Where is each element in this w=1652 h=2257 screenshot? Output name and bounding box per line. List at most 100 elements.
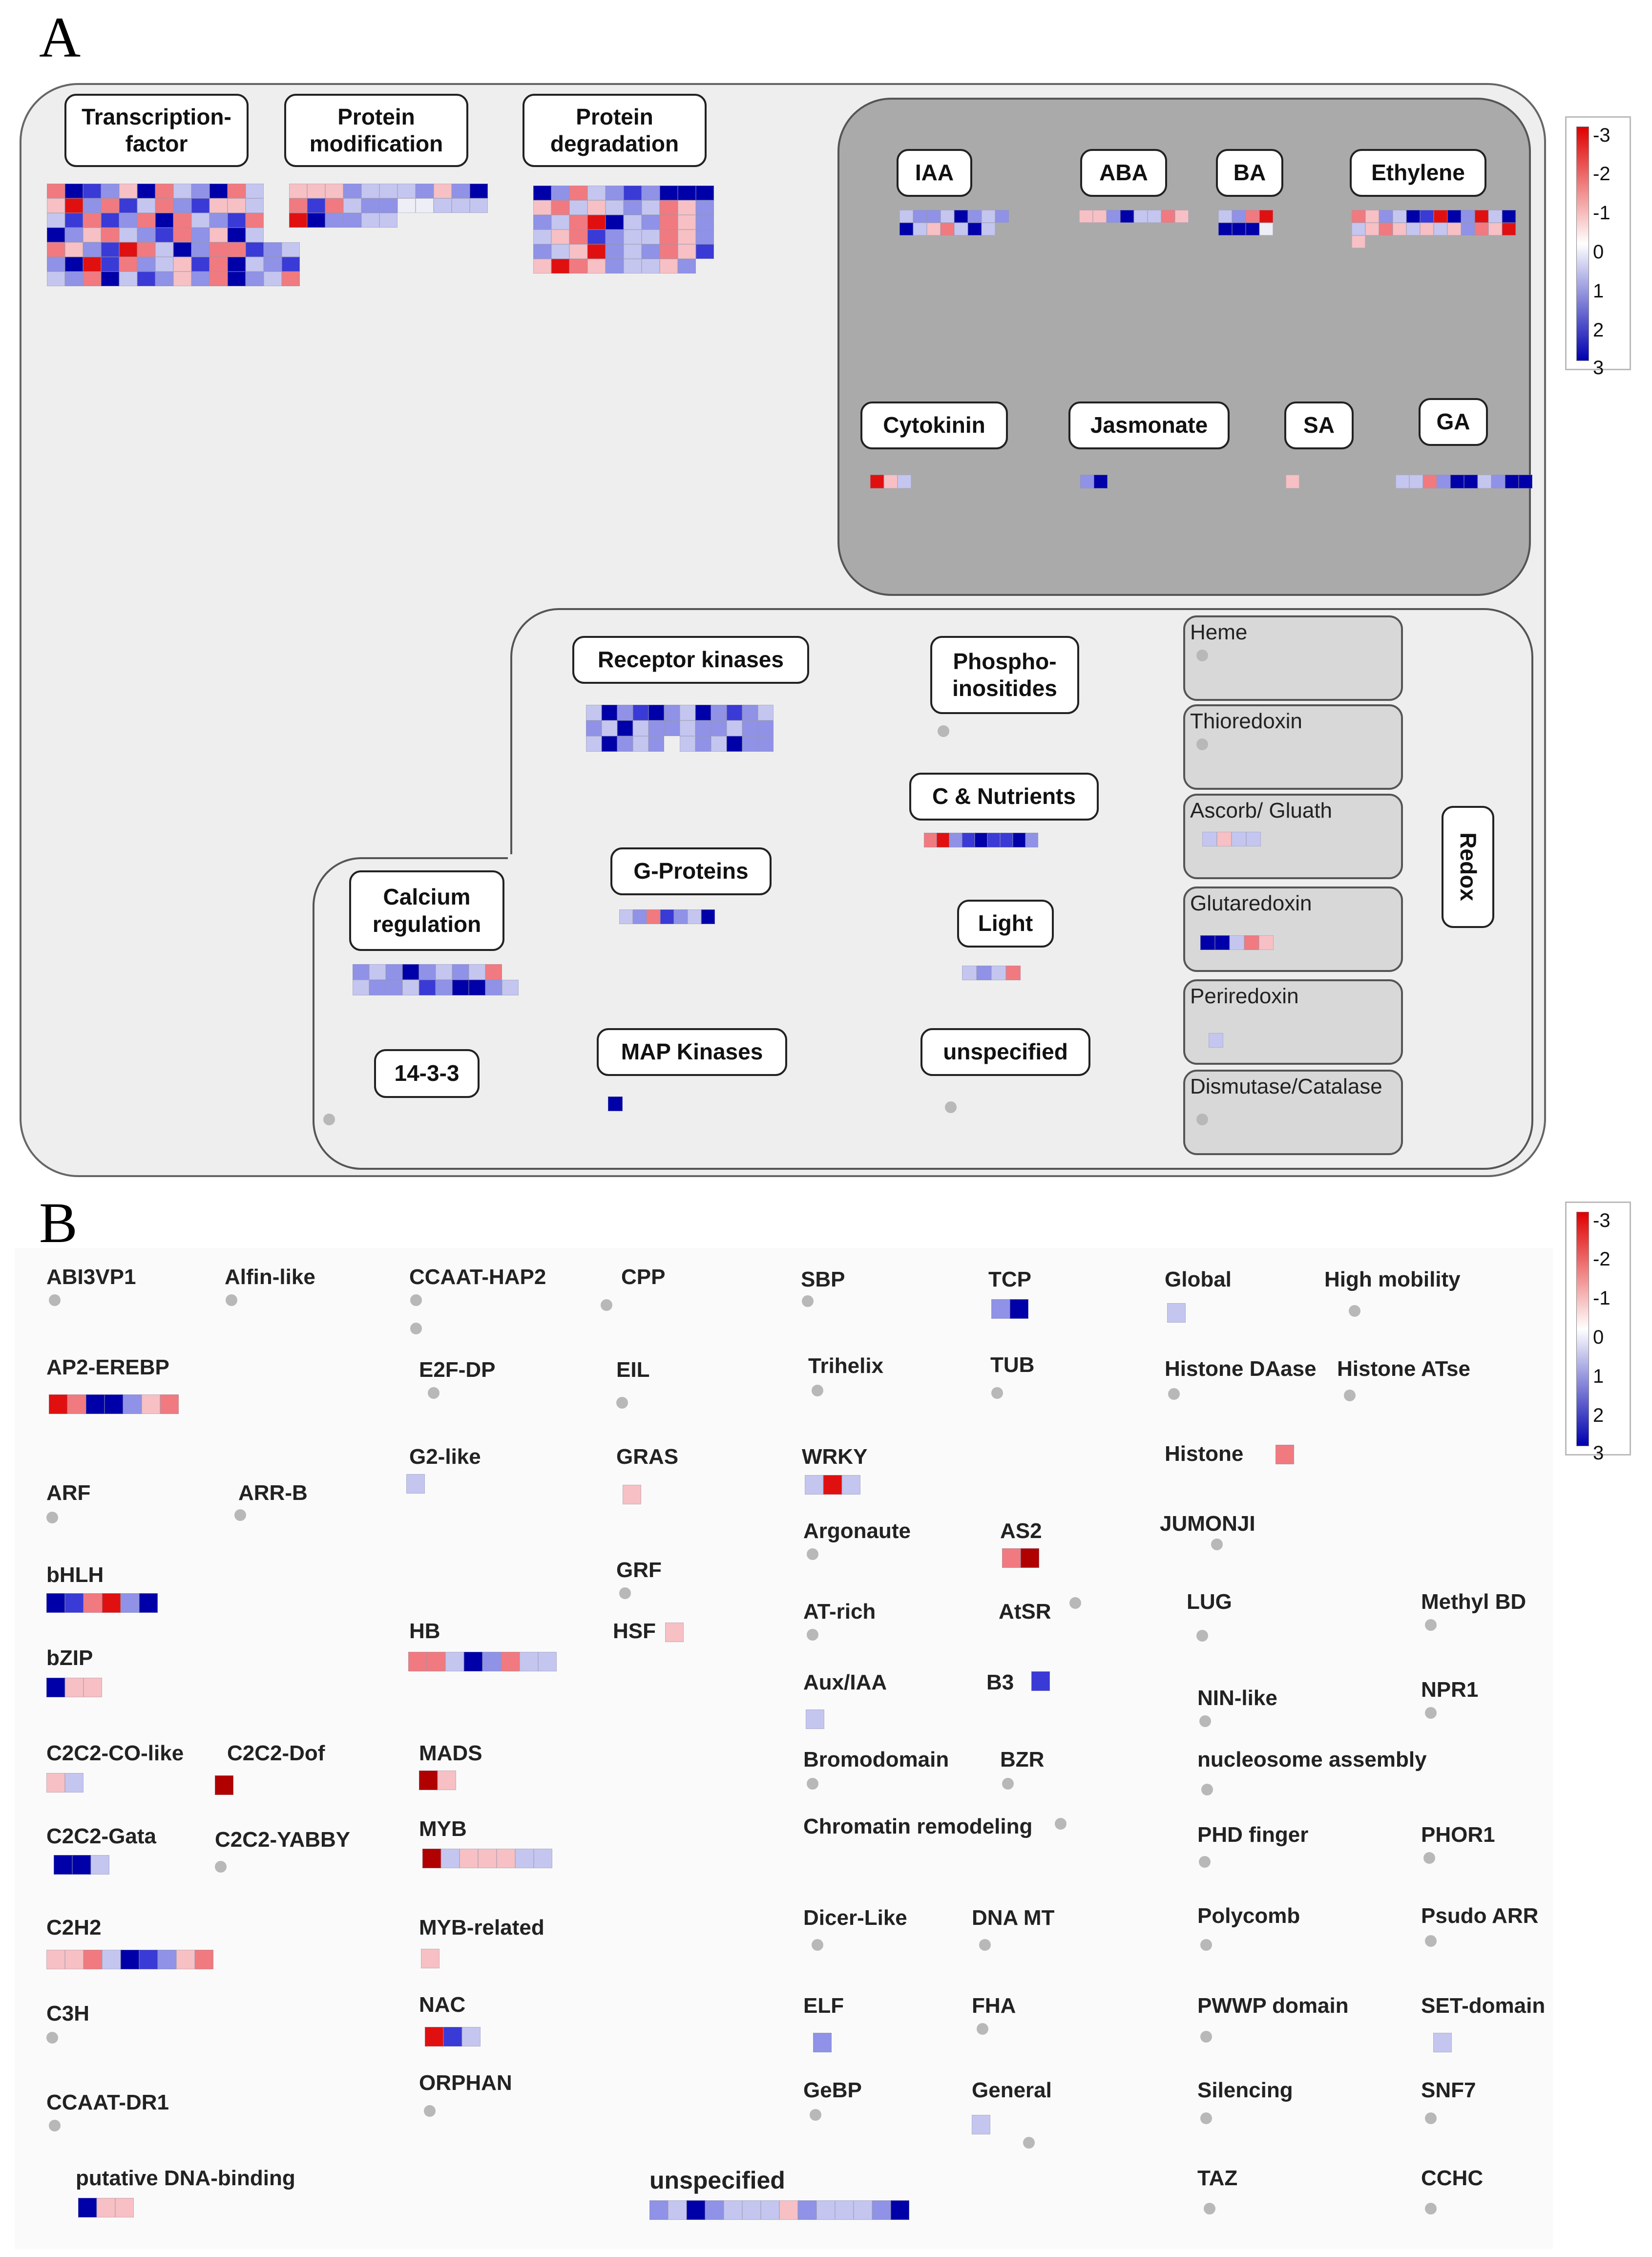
tf-family-label: AT-rich	[803, 1600, 876, 1624]
heatmap-cell	[54, 1855, 72, 1875]
heatmap-cell	[806, 1709, 824, 1729]
heatmap-cell	[91, 1855, 109, 1875]
heatmap-cell	[343, 213, 361, 228]
heatmap-cell	[84, 1950, 102, 1969]
heatmap-cell	[1079, 210, 1093, 223]
tf-family-label: LUG	[1187, 1590, 1232, 1614]
tf-family-label: CCAAT-DR1	[46, 2090, 169, 2114]
heatmap-cell	[379, 213, 397, 228]
heatmap-cell	[624, 215, 642, 230]
heatmap-cell	[173, 272, 191, 286]
tf-family-label: NIN-like	[1197, 1686, 1277, 1710]
heatmap-cell	[664, 720, 680, 736]
empty-dot	[619, 1587, 631, 1599]
heatmap-cell	[515, 1849, 534, 1868]
tf-family-label: CPP	[621, 1265, 666, 1289]
heatmap-cell	[416, 198, 434, 213]
heatmap-cell	[65, 1950, 84, 1969]
heatmap-cell	[1365, 223, 1379, 235]
tf-family-label: E2F-DP	[419, 1358, 496, 1382]
tf-family-label: High mobility	[1324, 1267, 1461, 1291]
empty-dot	[46, 2032, 58, 2044]
tf-family-label: Trihelix	[808, 1354, 884, 1378]
heatmap-cell	[47, 198, 65, 213]
heatmap-cell	[47, 257, 65, 272]
heatmap-cell	[121, 1950, 139, 1969]
heatmap-cell	[47, 242, 65, 257]
tf-family-label: Histone DAase	[1165, 1357, 1317, 1381]
heatmap-cell	[191, 198, 209, 213]
heatmap-cell	[1437, 475, 1450, 488]
heatmap-cell	[228, 228, 246, 242]
heatmap-cell	[551, 259, 569, 274]
heatmap-cell	[155, 198, 173, 213]
empty-dot	[977, 2023, 988, 2035]
empty-dot	[1200, 1939, 1212, 1951]
heatmap-cell	[1276, 1445, 1294, 1464]
heatmap-cell	[246, 184, 264, 198]
c-nutrients-label: C & Nutrients	[909, 773, 1099, 821]
heatmap-cell	[648, 720, 664, 736]
heatmap-cell	[761, 2200, 779, 2220]
panel-a-letter: A	[39, 5, 81, 69]
empty-dot	[616, 1397, 628, 1409]
heatmap-cell	[602, 736, 617, 752]
heatmap-cell	[1021, 1548, 1039, 1568]
heatmap-cell	[209, 198, 228, 213]
aba-label: ABA	[1080, 149, 1167, 197]
tf-family-label: Argonaute	[803, 1519, 911, 1543]
tf-family-label: MADS	[419, 1741, 482, 1765]
heatmap-cell	[101, 242, 119, 257]
heatmap-cell	[47, 272, 65, 286]
heatmap-cell	[742, 705, 758, 720]
heatmap-cell	[83, 213, 101, 228]
heatmap-cell	[696, 215, 714, 230]
heatmap-cell	[361, 198, 379, 213]
heatmap-cell	[102, 1593, 121, 1613]
heatmap-cell	[137, 257, 155, 272]
heatmap-cell	[101, 228, 119, 242]
heatmap-cell	[72, 1855, 91, 1875]
heatmap-cell	[899, 223, 913, 235]
heatmap-cell	[913, 223, 927, 235]
heatmap-cell	[419, 1771, 438, 1790]
heatmap-cell	[551, 186, 569, 200]
tf-family-label: bZIP	[46, 1646, 93, 1670]
heatmap-cell	[155, 213, 173, 228]
heatmap-cell	[482, 1652, 501, 1671]
heatmap-cell	[209, 242, 228, 257]
heatmap-cell	[78, 2198, 97, 2217]
iaa-label: IAA	[897, 149, 972, 197]
heatmap-cell	[695, 720, 711, 736]
heatmap-cell	[228, 242, 246, 257]
heatmap-cell	[520, 1652, 538, 1671]
heatmap-cell	[678, 244, 696, 259]
tf-family-label: bHLH	[46, 1563, 104, 1587]
heatmap-cell	[884, 475, 898, 488]
heatmap-cell	[742, 736, 758, 752]
heatmap-cell	[660, 230, 678, 244]
heatmap-cell	[1434, 210, 1447, 223]
heatmap-cell	[47, 228, 65, 242]
heatmap-cell	[642, 244, 660, 259]
heatmap-cell	[701, 909, 715, 924]
heatmap-cell	[436, 980, 452, 995]
colorbar-tick: -2	[1593, 1248, 1610, 1270]
heatmap-cell	[173, 184, 191, 198]
heatmap-cell	[65, 228, 83, 242]
heatmap-cell	[587, 230, 606, 244]
heatmap-cell	[968, 223, 982, 235]
heatmap-cell	[137, 198, 155, 213]
heatmap-cell	[534, 1849, 552, 1868]
heatmap-cell	[282, 257, 300, 272]
redox-label-thioredoxin: Thioredoxin	[1190, 709, 1302, 733]
heatmap-cell	[1406, 210, 1420, 223]
heatmap-cell	[497, 1849, 515, 1868]
heatmap-cell	[816, 2200, 835, 2220]
empty-dot	[1425, 1619, 1437, 1631]
heatmap-cell	[533, 244, 551, 259]
heatmap-cell	[606, 259, 624, 274]
empty-dot	[226, 1294, 237, 1306]
tf-family-label: C2C2-Gata	[46, 1824, 156, 1848]
heatmap-cell	[586, 705, 602, 720]
